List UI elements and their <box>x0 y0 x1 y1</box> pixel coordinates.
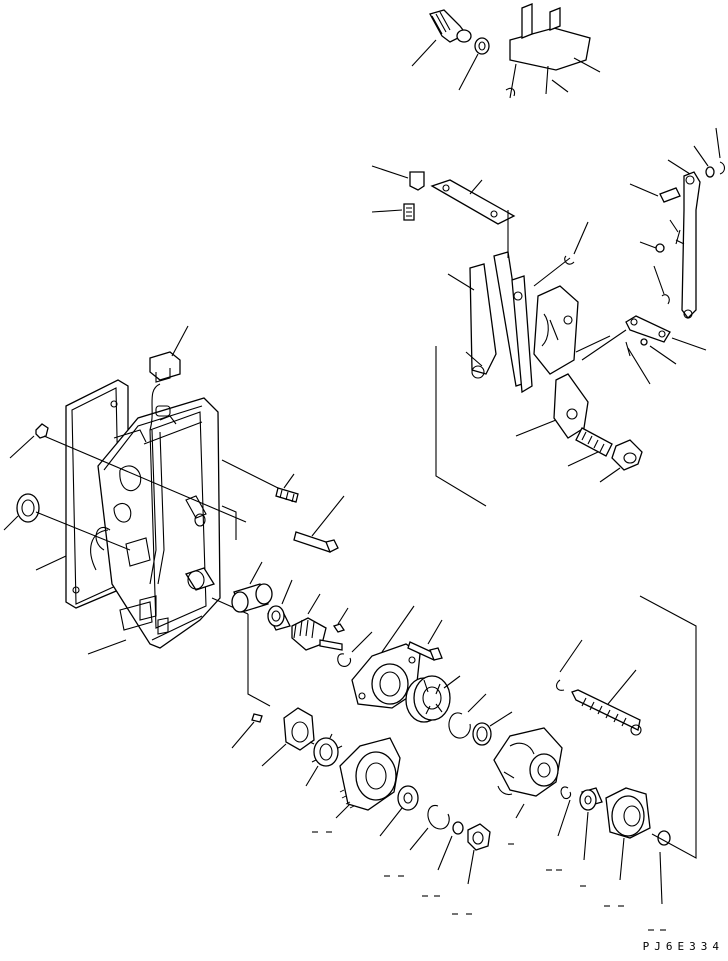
top-bracket-assembly <box>411 3 601 99</box>
gear-train <box>231 561 697 905</box>
gear-case-housing <box>3 325 345 707</box>
drawing-code-label: PJ6E334 <box>642 940 724 953</box>
lever-assembly <box>371 127 726 507</box>
dash-marks <box>312 831 666 931</box>
